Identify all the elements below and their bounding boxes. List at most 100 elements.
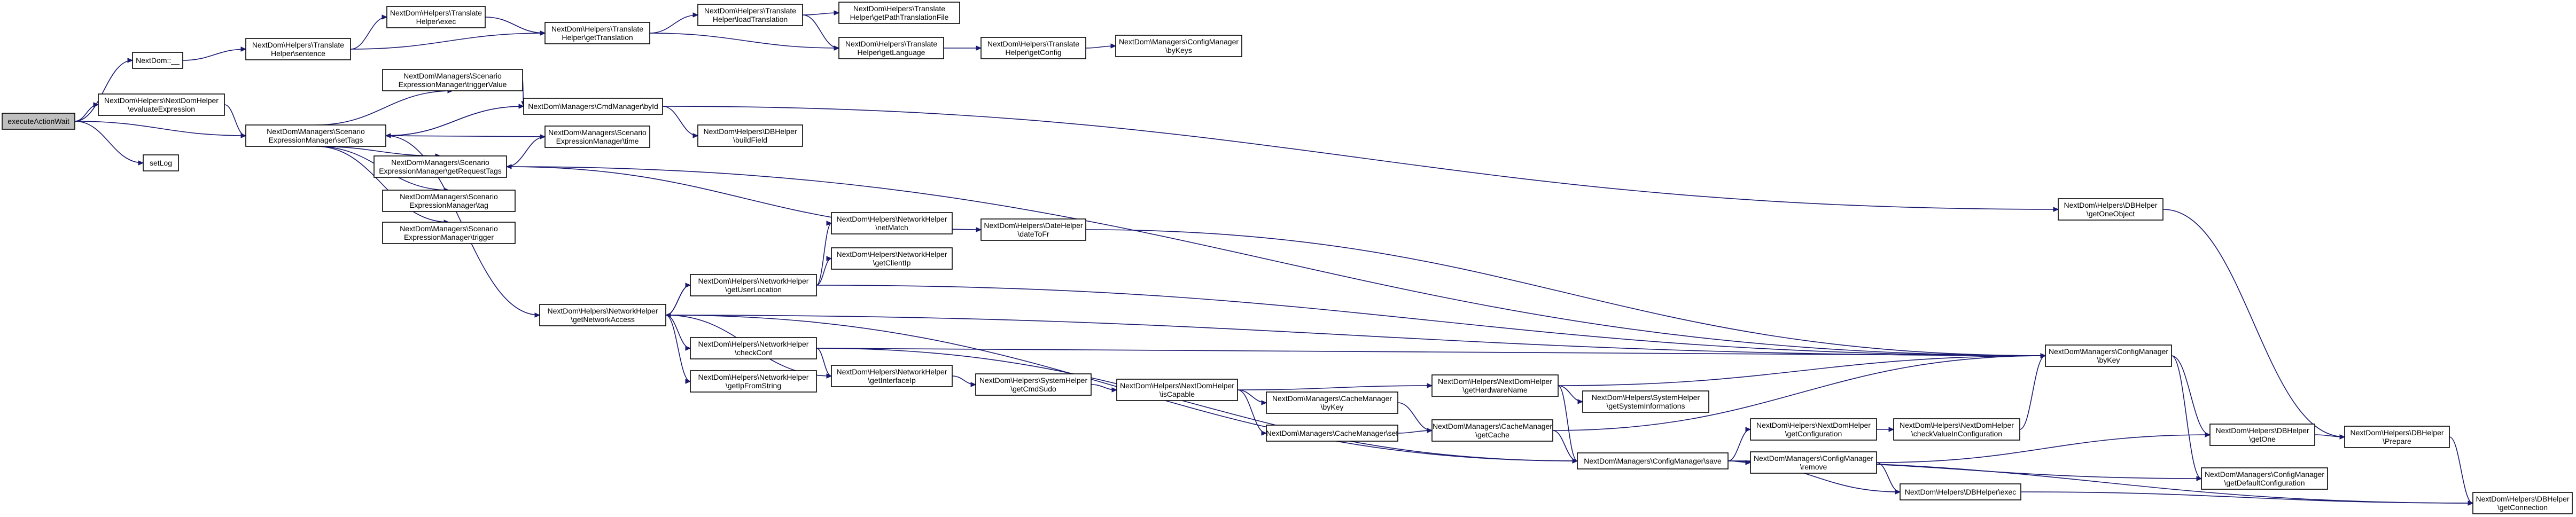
node-getsysteminfo[interactable]: NextDom\Helpers\SystemHelper\getSystemIn… bbox=[1582, 390, 1709, 413]
node-getuserlocation[interactable]: NextDom\Helpers\NetworkHelper\getUserLoc… bbox=[690, 274, 817, 296]
node-datetofr[interactable]: NextDom\Helpers\DateHelper\dateToFr bbox=[980, 218, 1086, 241]
node-box[interactable] bbox=[831, 212, 953, 234]
node-nextdom[interactable]: NextDom::__ bbox=[132, 52, 183, 69]
node-box[interactable] bbox=[838, 2, 960, 24]
node-box[interactable] bbox=[523, 98, 663, 115]
node-prepare[interactable]: NextDom\Helpers\DBHelper\Prepare bbox=[2344, 426, 2450, 448]
node-box[interactable] bbox=[1115, 35, 1242, 57]
node-box[interactable] bbox=[697, 124, 803, 147]
node-settags[interactable]: NextDom\Managers\ScenarioExpressionManag… bbox=[245, 124, 386, 147]
node-box[interactable] bbox=[373, 155, 507, 178]
node-cachebykey[interactable]: NextDom\Managers\CacheManager\byKey bbox=[1266, 391, 1398, 414]
node-box[interactable] bbox=[1900, 483, 2021, 500]
node-box[interactable] bbox=[980, 37, 1086, 59]
node-box[interactable] bbox=[980, 218, 1086, 241]
node-box[interactable] bbox=[1893, 418, 2020, 441]
node-getconnection[interactable]: NextDom\Helpers\DBHelper\getConnection bbox=[2472, 492, 2573, 514]
node-box[interactable] bbox=[690, 337, 817, 359]
node-cmdbyid[interactable]: NextDom\Managers\CmdManager\byId bbox=[523, 98, 663, 115]
node-box[interactable] bbox=[544, 126, 650, 148]
arrowhead bbox=[1745, 427, 1752, 432]
node-box[interactable] bbox=[544, 22, 650, 44]
arrowhead bbox=[240, 46, 247, 52]
node-box[interactable] bbox=[1577, 452, 1729, 469]
node-box[interactable] bbox=[697, 4, 803, 26]
node-box[interactable] bbox=[2472, 492, 2573, 514]
node-cacheset[interactable]: NextDom\Managers\CacheManager\set bbox=[1266, 425, 1398, 442]
node-box[interactable] bbox=[2, 113, 75, 130]
node-label: \netMatch bbox=[875, 223, 908, 232]
node-getcache[interactable]: NextDom\Managers\CacheManager\getCache bbox=[1431, 419, 1553, 442]
node-box[interactable] bbox=[382, 222, 516, 244]
node-getclientip[interactable]: NextDom\Helpers\NetworkHelper\getClientI… bbox=[831, 247, 953, 270]
node-time[interactable]: NextDom\Managers\ScenarioExpressionManag… bbox=[544, 126, 650, 148]
node-save[interactable]: NextDom\Managers\ConfigManager\save bbox=[1577, 452, 1729, 469]
node-box[interactable] bbox=[1431, 374, 1559, 397]
node-iscapable[interactable]: NextDom\Helpers\NextDomHelper\isCapable bbox=[1116, 379, 1238, 401]
node-getoneobject[interactable]: NextDom\Helpers\DBHelper\getOneObject bbox=[2058, 198, 2163, 221]
node-getlang[interactable]: NextDom\Helpers\TranslateHelper\getLangu… bbox=[838, 37, 944, 59]
node-box[interactable] bbox=[2201, 467, 2328, 490]
node-box[interactable] bbox=[1266, 425, 1398, 442]
node-box[interactable] bbox=[98, 93, 225, 116]
node-getone[interactable]: NextDom\Helpers\DBHelper\getOne bbox=[2209, 424, 2315, 446]
node-tgetconfig[interactable]: NextDom\Helpers\TranslateHelper\getConfi… bbox=[980, 37, 1086, 59]
node-box[interactable] bbox=[1750, 418, 1877, 441]
node-checkconf[interactable]: NextDom\Helpers\NetworkHelper\checkConf bbox=[690, 337, 817, 359]
node-box[interactable] bbox=[1582, 390, 1709, 413]
node-box[interactable] bbox=[2209, 424, 2315, 446]
node-netmatch[interactable]: NextDom\Helpers\NetworkHelper\netMatch bbox=[831, 212, 953, 234]
node-gettrans[interactable]: NextDom\Helpers\TranslateHelper\getTrans… bbox=[544, 22, 650, 44]
node-label: \getSystemInformations bbox=[1606, 402, 1685, 410]
node-trigger[interactable]: NextDom\Managers\ScenarioExpressionManag… bbox=[382, 222, 516, 244]
node-label: ExpressionManager\time bbox=[556, 137, 639, 145]
node-pathfile[interactable]: NextDom\Helpers\TranslateHelper\getPathT… bbox=[838, 2, 960, 24]
node-box[interactable] bbox=[831, 365, 953, 387]
node-triggervalue[interactable]: NextDom\Managers\ScenarioExpressionManag… bbox=[382, 69, 523, 91]
node-box[interactable] bbox=[2045, 344, 2172, 367]
node-box[interactable] bbox=[245, 124, 386, 147]
node-remove[interactable]: NextDom\Managers\ConfigManager\remove bbox=[1750, 451, 1877, 474]
node-box[interactable] bbox=[838, 37, 944, 59]
node-evalexpr[interactable]: NextDom\Helpers\NextDomHelper\evaluateEx… bbox=[98, 93, 225, 116]
node-box[interactable] bbox=[2344, 426, 2450, 448]
node-label: NextDom\Helpers\Translate bbox=[252, 41, 344, 49]
node-box[interactable] bbox=[1266, 391, 1398, 414]
node-checkvalue[interactable]: NextDom\Helpers\NextDomHelper\checkValue… bbox=[1893, 418, 2020, 441]
node-box[interactable] bbox=[975, 373, 1092, 396]
node-box[interactable] bbox=[539, 304, 666, 326]
node-execute[interactable]: executeActionWait bbox=[2, 113, 75, 130]
node-getnetworkaccess[interactable]: NextDom\Helpers\NetworkHelper\getNetwork… bbox=[539, 304, 666, 326]
node-box[interactable] bbox=[382, 190, 516, 212]
node-getcmdsudo[interactable]: NextDom\Helpers\SystemHelper\getCmdSudo bbox=[975, 373, 1092, 396]
node-box[interactable] bbox=[1116, 379, 1238, 401]
node-getinterfaceip[interactable]: NextDom\Helpers\NetworkHelper\getInterfa… bbox=[831, 365, 953, 387]
node-box[interactable] bbox=[1750, 451, 1877, 474]
node-box[interactable] bbox=[690, 274, 817, 296]
node-box[interactable] bbox=[143, 154, 179, 171]
node-requesttags[interactable]: NextDom\Managers\ScenarioExpressionManag… bbox=[373, 155, 507, 178]
node-getipfromstring[interactable]: NextDom\Helpers\NetworkHelper\getIpFromS… bbox=[690, 370, 817, 393]
node-getdefaultconfig[interactable]: NextDom\Managers\ConfigManager\getDefaul… bbox=[2201, 467, 2328, 490]
node-box[interactable] bbox=[386, 6, 486, 28]
edge-settags-to-triggervalue bbox=[315, 90, 453, 126]
node-gethardwarename[interactable]: NextDom\Helpers\NextDomHelper\getHardwar… bbox=[1431, 374, 1559, 397]
node-configbykey[interactable]: NextDom\Managers\ConfigManager\byKey bbox=[2045, 344, 2172, 367]
node-dbexec[interactable]: NextDom\Helpers\DBHelper\exec bbox=[1900, 483, 2021, 500]
node-tag[interactable]: NextDom\Managers\ScenarioExpressionManag… bbox=[382, 190, 516, 212]
node-box[interactable] bbox=[2058, 198, 2163, 221]
node-buildfield[interactable]: NextDom\Helpers\DBHelper\buildField bbox=[697, 124, 803, 147]
node-box[interactable] bbox=[690, 370, 817, 393]
node-box[interactable] bbox=[245, 38, 351, 60]
node-box[interactable] bbox=[382, 69, 523, 91]
node-loadtrans[interactable]: NextDom\Helpers\TranslateHelper\loadTran… bbox=[697, 4, 803, 26]
node-box[interactable] bbox=[132, 52, 183, 69]
node-setlog[interactable]: setLog bbox=[143, 154, 179, 171]
arrowhead bbox=[834, 10, 840, 15]
node-bykeys[interactable]: NextDom\Managers\ConfigManager\byKeys bbox=[1115, 35, 1242, 57]
node-box[interactable] bbox=[831, 247, 953, 270]
node-getconfiguration[interactable]: NextDom\Helpers\NextDomHelper\getConfigu… bbox=[1750, 418, 1877, 441]
node-box[interactable] bbox=[1431, 419, 1553, 442]
